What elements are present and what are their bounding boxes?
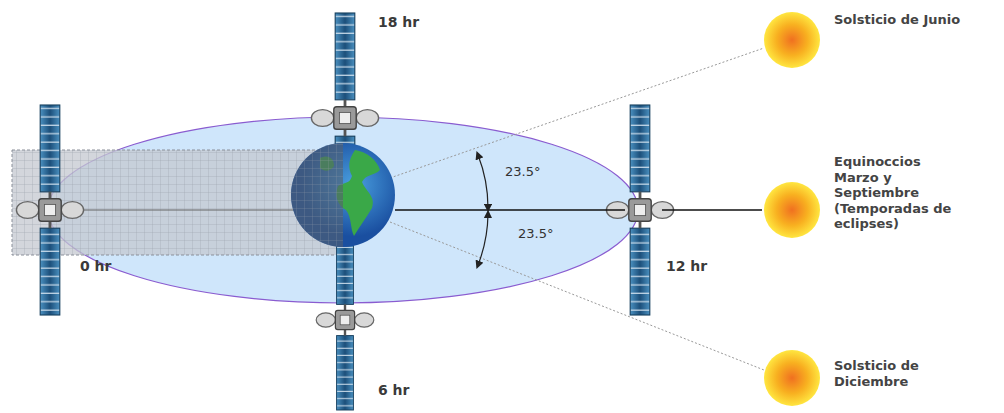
satellites [16,13,673,410]
season-label: Solsticio de Junio [834,12,960,28]
earth [291,143,395,247]
sun-lines [390,48,764,370]
suns [764,12,820,406]
time-label: 12 hr [666,258,707,275]
time-label: 18 hr [378,14,419,31]
angle-label: 23.5° [505,164,540,180]
season-label: Equinoccios Marzo y Septiembre (Temporad… [834,154,954,232]
season-label: Solsticio de Diciembre [834,358,954,389]
angle-arcs [478,155,488,265]
time-label: 0 hr [80,258,112,275]
angle-label: 23.5° [518,226,553,242]
time-label: 6 hr [378,382,410,399]
